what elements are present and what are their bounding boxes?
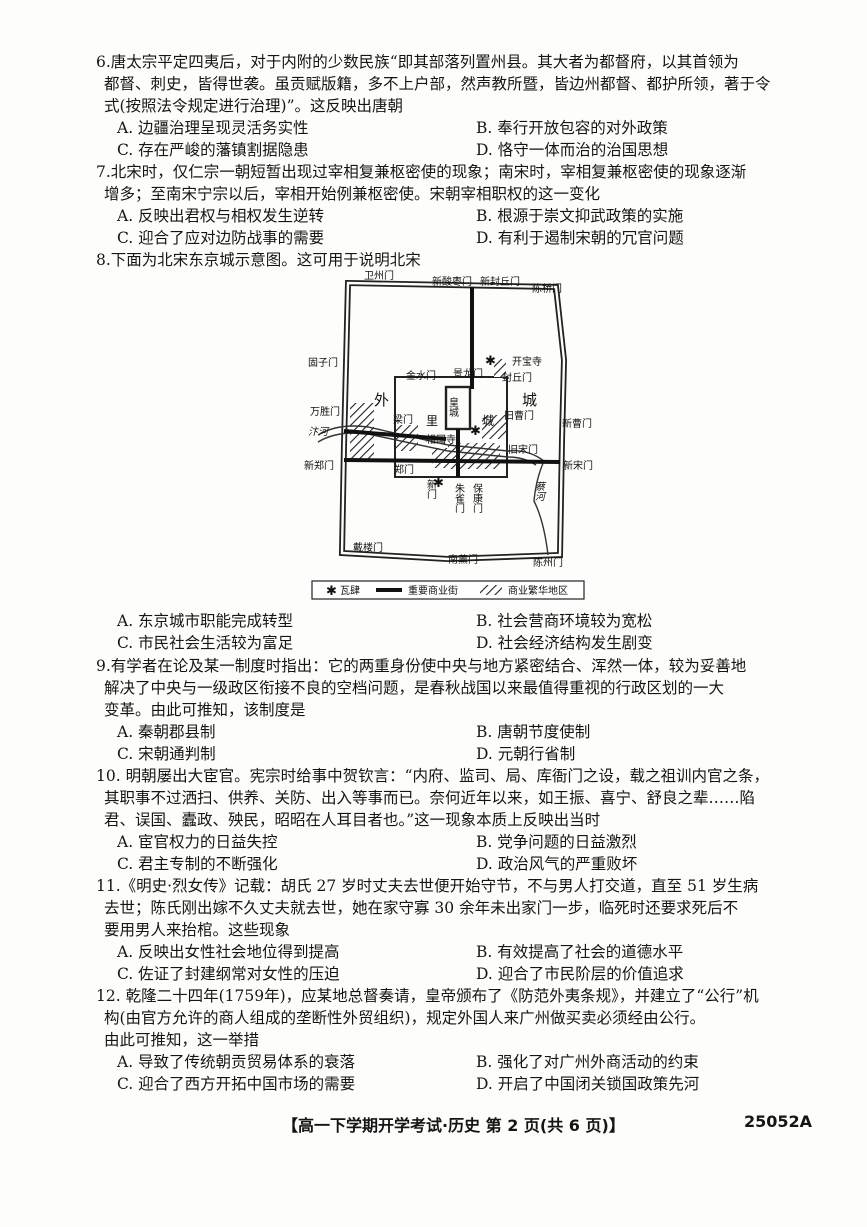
q7-line-1: 7.北宋时，仅仁宗一朝短暂出现过宰相复兼枢密使的现象；南宋时，宰相复兼枢密使的现…: [96, 163, 747, 181]
map-legend: ✱ 瓦肆 重要商业街 商业繁华地区: [311, 580, 585, 600]
q12-line-1: 12. 乾隆二十四年(1759年)，应某地总督奏请，皇帝颁布了《防范外夷条规》，…: [96, 987, 759, 1005]
gate-wansheng: 万胜门: [310, 405, 340, 418]
commerce-district-zhuque: [432, 448, 448, 468]
q8-option-d: D. 社会经济结构发生剧变: [476, 634, 653, 652]
q9-line-3: 变革。由此可推知，该制度是: [104, 701, 306, 719]
q8-option-c: C. 市民社会生活较为富足: [117, 634, 294, 652]
q10-option-c: C. 君主专制的不断强化: [117, 855, 278, 873]
q10-option-a: A. 宦官权力的日益失控: [117, 833, 278, 851]
q6-option-d: D. 恪守一体而治的治国思想: [476, 141, 669, 159]
label-imperial-city: 皇城: [447, 396, 459, 418]
gate-baokang: 保康门: [471, 482, 483, 514]
q8-option-a: A. 东京城市职能完成转型: [117, 612, 294, 630]
q7-option-a: A. 反映出君权与相权发生逆转: [117, 207, 325, 225]
q6-line-1: 6.唐太宗平定四夷后，对于内附的少数民族“即其部落列置州县。其大者为都督府，以其…: [96, 53, 739, 71]
gate-fengqiu: 封丘门: [502, 371, 532, 384]
q6-option-a: A. 边疆治理呈现灵活务实性: [117, 119, 309, 137]
legend-district-label: 商业繁华地区: [508, 584, 568, 597]
commerce-district-liangmen: [396, 425, 418, 451]
q9-option-b: B. 唐朝节度使制: [476, 723, 591, 741]
gate-zheng: 郑门: [394, 463, 414, 476]
page-footer: 【高一下学期开学考试·历史 第 2 页(共 6 页)】: [282, 1116, 625, 1135]
q9-option-d: D. 元朝行省制: [476, 745, 576, 763]
gate-daiyou: 戴楼门: [353, 541, 383, 554]
gate-xinfengqiu: 新封丘门: [480, 275, 520, 288]
q9-option-c: C. 宋朝通判制: [117, 745, 216, 763]
q7-option-d: D. 有利于遏制宋朝的冗官问题: [476, 229, 684, 247]
gate-jiusong: 旧宋门: [508, 443, 538, 456]
q10-line-1: 10. 明朝屡出大宦官。宪宗时给事中贺钦言：“内府、监司、局、库衙门之设，载之祖…: [96, 767, 770, 785]
dongjing-city-map: ✱ ✱ ✱ 卫州门 新酸枣门 新封丘门 陈桥门 固子门 万胜门 新郑门 新曹门 …: [304, 269, 593, 600]
q12-option-a: A. 导致了传统朝贡贸易体系的衰落: [117, 1053, 356, 1071]
q10-option-b: B. 党争问题的日益激烈: [476, 833, 637, 851]
q7-line-2: 增多；至南宋宁宗以后，宰相开始例兼枢密使。宋朝宰相职权的这一变化: [104, 185, 601, 203]
legend-district-icon: [480, 585, 502, 595]
legend-street-label: 重要商业街: [408, 584, 458, 597]
label-bianhe: 汴河: [308, 426, 330, 438]
q11-line-2: 去世；陈氏刚出嫁不久丈夫就去世，她在家守寡 30 余年未出家门一步，临死时还要求…: [104, 899, 739, 917]
gate-weizhou: 卫州门: [364, 269, 394, 282]
q11-option-c: C. 佐证了封建纲常对女性的压迫: [117, 965, 340, 983]
q7-option-c: C. 迎合了应对边防战事的需要: [117, 229, 325, 247]
commerce-district-east: [482, 415, 506, 439]
q6-option-b: B. 奉行开放包容的对外政策: [476, 119, 668, 137]
gate-xinsong: 新宋门: [563, 459, 593, 472]
q9-option-a: A. 秦朝郡县制: [117, 723, 216, 741]
q7-option-b: B. 根源于崇文抑武政策的实施: [476, 207, 684, 225]
label-kaibao-temple: 开宝寺: [512, 355, 542, 368]
label-outer-city-2: 城: [522, 391, 537, 409]
gate-jinshui: 金水门: [406, 369, 436, 382]
q12-line-2: 构(由官方允许的商人组成的垄断性外贸组织)，规定外国人来广州做买卖必须经由公行。: [104, 1009, 706, 1027]
q9-line-1: 9.有学者在论及某一制度时指出：它的两重身份使中央与地方紧密结合、浑然一体，较为…: [96, 657, 747, 675]
commerce-district-north: [494, 359, 506, 377]
label-outer-city-1: 外: [374, 391, 389, 409]
q12-option-d: D. 开启了中国闭关锁国政策先河: [476, 1075, 700, 1093]
gate-chenzhou: 陈州门: [533, 556, 563, 569]
q8-option-b: B. 社会营商环境较为宽松: [476, 612, 653, 630]
q12-option-b: B. 强化了对广州外商活动的约束: [476, 1053, 699, 1071]
gate-jinglong: 景龙门: [453, 367, 483, 380]
gate-guzi: 固子门: [308, 356, 338, 369]
wasi-marker-south: ✱: [433, 476, 444, 491]
gate-zhuque: 朱雀门: [453, 483, 465, 514]
street-east-west: [343, 458, 561, 464]
q12-option-c: C. 迎合了西方开拓中国市场的需要: [117, 1075, 356, 1093]
q11-line-3: 要用男人来抬棺。这些现象: [104, 921, 291, 939]
inner-city-wall: [394, 376, 508, 478]
q10-line-2: 其职事不过洒扫、供养、关防、出入等事而已。奈何近年以来，如王振、喜宁、舒良之辈……: [104, 789, 756, 807]
label-inner-city-1: 里: [426, 414, 438, 428]
q9-line-2: 解决了中央与一级政区衔接不良的空档问题，是春秋战国以来最值得重视的行政区划的一大: [104, 679, 725, 697]
gate-xinsuanzao: 新酸枣门: [432, 275, 472, 288]
gate-nanxun: 南薰门: [448, 553, 478, 566]
q11-line-1: 11.《明史·烈女传》记载：胡氏 27 岁时丈夫去世便开始守节，不与男人打交道，…: [96, 877, 759, 895]
q11-option-b: B. 有效提高了社会的道德水平: [476, 943, 684, 961]
q12-line-3: 由此可推知，这一举措: [104, 1031, 260, 1049]
wasi-marker-kaibao: ✱: [485, 354, 496, 369]
wasi-marker-xiangguo: ✱: [470, 424, 481, 439]
q10-option-d: D. 政治风气的严重败坏: [476, 855, 638, 873]
q6-option-c: C. 存在严峻的藩镇割据隐患: [117, 141, 309, 159]
q11-option-d: D. 迎合了市民阶层的价值追求: [476, 965, 684, 983]
q6-line-2: 都督、刺史，皆得世袭。虽贡赋版籍，多不上户部，然声教所暨，皆边州都督、都护所领，…: [104, 75, 771, 93]
q11-option-a: A. 反映出女性社会地位得到提高: [117, 943, 340, 961]
gate-jiucao: 旧曹门: [504, 409, 534, 422]
gate-chenqiao: 陈桥门: [532, 282, 562, 295]
q10-line-3: 君、误国、蠹政、殃民，昭昭在人耳目者也。”这一现象本质上反映出当时: [104, 811, 601, 829]
legend-pagoda-label: 瓦肆: [340, 585, 360, 597]
q8-line-1: 8.下面为北宋东京城示意图。这可用于说明北宋: [96, 251, 421, 269]
label-xiangguo-temple: 相国寺: [426, 433, 456, 446]
label-caihe: 蔡河: [533, 481, 545, 501]
exam-code: 25052A: [744, 1112, 813, 1131]
gate-liang: 梁门: [393, 413, 413, 426]
label-inner-city-2: 城: [482, 414, 494, 428]
gate-xinzheng: 新郑门: [304, 459, 334, 472]
q6-line-3: 式(按照法令规定进行治理)”。这反映出唐朝: [104, 97, 404, 115]
street-west: [343, 429, 447, 441]
gate-xinmen: 新门: [425, 478, 437, 500]
legend-pagoda-icon: ✱: [326, 584, 337, 599]
gate-xincao: 新曹门: [562, 417, 592, 430]
